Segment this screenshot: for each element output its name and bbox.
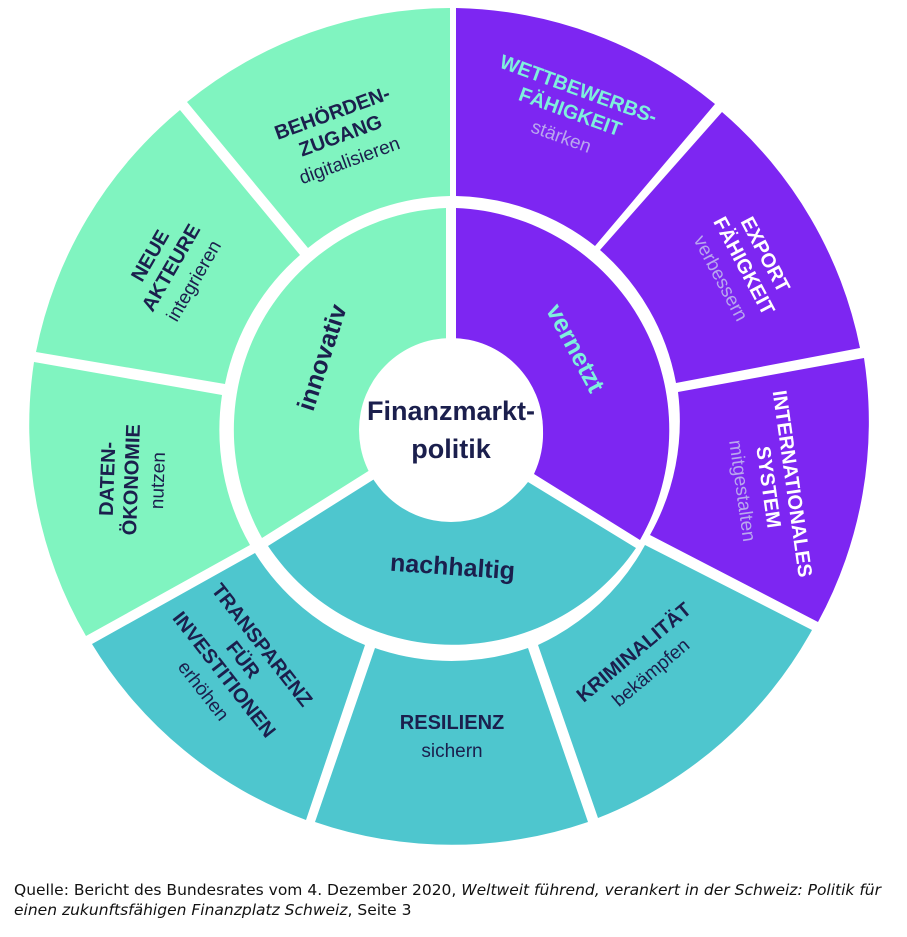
label-resilienz: RESILIENZ sichern (400, 712, 504, 762)
resilienz-sub: sichern (421, 741, 482, 762)
label-daten: DATEN- ÖKONOMIE nutzen (96, 424, 170, 536)
daten-title-2: ÖKONOMIE (118, 424, 145, 536)
inner-nachhaltig (268, 478, 636, 645)
resilienz-title-1: RESILIENZ (400, 712, 504, 734)
label-akteure: NEUE AKTEURE integrieren (127, 221, 226, 326)
segment-behoerden (187, 8, 450, 248)
inner-ring (233, 208, 670, 645)
segment-daten (29, 362, 250, 636)
center-title-line2: politik (411, 434, 491, 464)
inner-vernetzt (456, 208, 670, 540)
segment-akteure (36, 110, 300, 384)
caption-title: Weltweit führend, verankert in der Schwe… (14, 881, 881, 919)
strategy-wheel-diagram: Finanzmarkt- politik innovativ vernetzt … (29, 8, 869, 845)
daten-sub: nutzen (147, 452, 170, 510)
segment-kriminalitaet (538, 545, 812, 818)
inner-innovativ (233, 208, 446, 538)
segment-international (650, 358, 869, 622)
segment-resilienz (315, 648, 588, 845)
daten-title-1: DATEN- (96, 441, 121, 516)
segment-export (600, 112, 860, 383)
caption-prefix: Quelle: Bericht des Bundesrates vom 4. D… (14, 881, 462, 899)
center-title-line1: Finanzmarkt- (367, 396, 535, 426)
source-caption: Quelle: Bericht des Bundesrates vom 4. D… (14, 880, 899, 920)
segment-wettbewerb (456, 8, 715, 246)
outer-ring (29, 8, 869, 845)
center-circle (359, 338, 543, 522)
caption-suffix: , Seite 3 (347, 901, 412, 919)
segment-transparenz (92, 553, 365, 820)
